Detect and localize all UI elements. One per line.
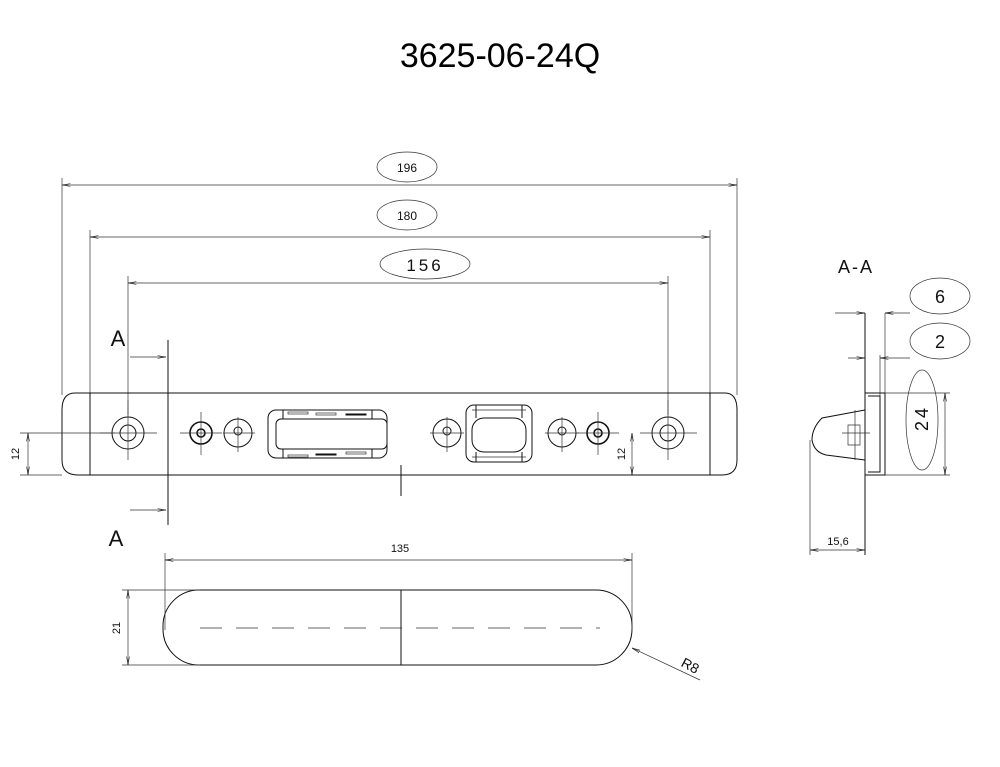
mounting-hole-left bbox=[100, 400, 157, 460]
latch-keeper-left bbox=[267, 409, 388, 459]
section-view-label: A-A bbox=[838, 257, 874, 277]
adjuster-screw bbox=[545, 417, 579, 452]
dimension-label: 12 bbox=[616, 448, 628, 460]
adjuster-screw bbox=[430, 417, 464, 452]
adjuster-screw bbox=[223, 417, 255, 452]
latch-keeper-right bbox=[465, 404, 533, 463]
drawing-title: 3625-06-24Q bbox=[400, 37, 600, 75]
section-line-a: A A bbox=[109, 326, 169, 551]
cover-plate-view: 135 21 R8 bbox=[111, 543, 703, 681]
dimension-label: 2 bbox=[935, 332, 945, 352]
dimension-156: 156 bbox=[127, 248, 669, 415]
dimension-label: 196 bbox=[397, 161, 417, 175]
dimension-12-left: 12 bbox=[10, 432, 115, 476]
section-marker-label: A bbox=[111, 326, 126, 351]
screw-hole bbox=[180, 412, 222, 455]
screw-hole bbox=[577, 412, 619, 455]
section-view-a-a: A-A 6 2 24 15,6 bbox=[809, 257, 971, 555]
dimension-196: 196 bbox=[61, 151, 738, 395]
dimension-label: 180 bbox=[397, 209, 417, 223]
radius-label: R8 bbox=[679, 654, 703, 677]
dimension-label: 156 bbox=[406, 256, 443, 275]
mounting-hole-right bbox=[640, 400, 697, 460]
strike-plate-front-view bbox=[61, 392, 738, 496]
dimension-label: 21 bbox=[111, 622, 123, 634]
dimension-label: 15,6 bbox=[827, 536, 848, 548]
dimension-180: 180 bbox=[89, 199, 711, 393]
dimension-label: 24 bbox=[912, 405, 932, 431]
dimension-label: 6 bbox=[935, 287, 945, 307]
section-marker-label: A bbox=[109, 526, 124, 551]
dimension-label: 12 bbox=[10, 448, 22, 460]
dimension-label: 135 bbox=[391, 543, 409, 555]
dimension-12-right: 12 bbox=[616, 433, 632, 475]
